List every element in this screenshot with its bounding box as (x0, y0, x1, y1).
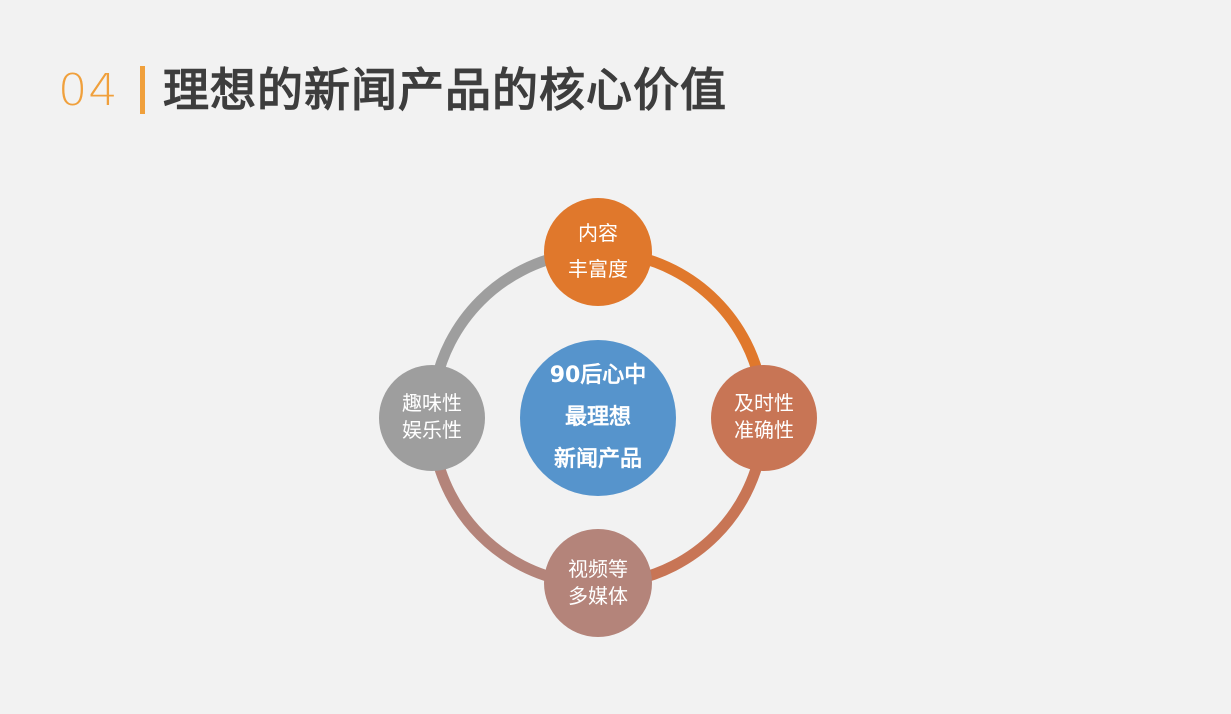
center-line-2: 最理想 (565, 405, 631, 430)
slide-header: 04 理想的新闻产品的核心价值 (58, 60, 727, 120)
node-left-line-2: 娱乐性 (402, 418, 462, 442)
center-line-1: 90后心中 (550, 363, 647, 388)
title-divider-bar (140, 66, 145, 114)
center-circle (520, 340, 676, 496)
node-top-line-1: 内容 (578, 221, 618, 245)
node-right-line-1: 及时性 (734, 391, 794, 415)
node-timeliness-accuracy: 及时性 准确性 (711, 365, 817, 471)
center-line-3: 新闻产品 (554, 446, 642, 472)
node-left-line-1: 趣味性 (402, 391, 462, 415)
node-left-circle (379, 365, 485, 471)
node-video-multimedia: 视频等 多媒体 (544, 529, 652, 637)
node-bottom-circle (544, 529, 652, 637)
node-fun-entertainment: 趣味性 娱乐性 (379, 365, 485, 471)
node-top-line-2: 丰富度 (568, 257, 628, 281)
arc-bottom-to-left (429, 441, 575, 587)
arc-left-to-top (429, 249, 575, 395)
node-top-circle (544, 198, 652, 306)
node-right-circle (711, 365, 817, 471)
page-title: 理想的新闻产品的核心价值 (163, 63, 727, 117)
node-right-line-2: 准确性 (734, 418, 794, 442)
section-number: 04 (58, 64, 119, 116)
arc-top-to-right (621, 249, 767, 395)
node-bottom-line-1: 视频等 (568, 557, 628, 581)
node-content-richness: 内容 丰富度 (544, 198, 652, 306)
arc-right-to-bottom (621, 441, 767, 587)
center-node: 90后心中 最理想 新闻产品 (520, 340, 676, 496)
node-bottom-line-2: 多媒体 (568, 584, 628, 608)
